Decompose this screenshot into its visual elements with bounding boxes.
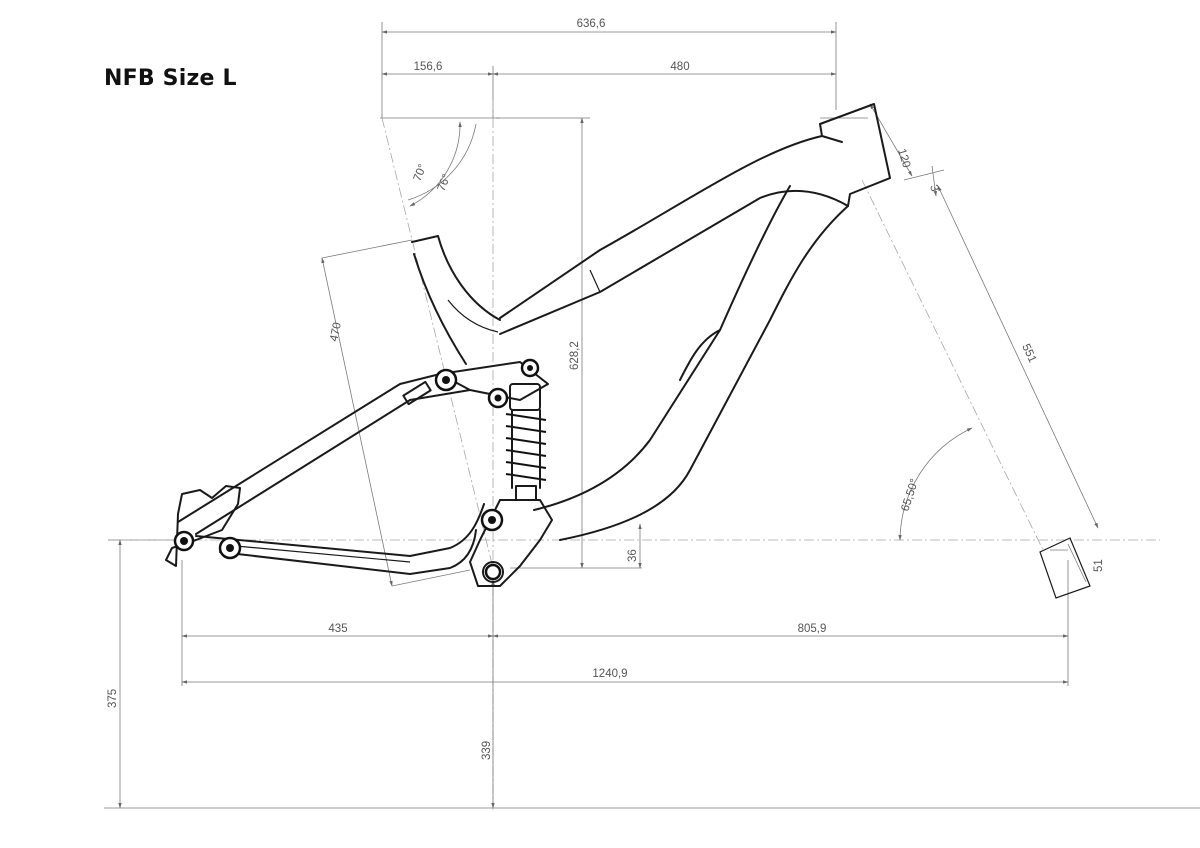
dimension-lines bbox=[118, 30, 1099, 809]
dim-head-angle-2: 76° bbox=[436, 173, 454, 194]
bike-frame bbox=[165, 103, 891, 587]
dim-fork-offset: 51 bbox=[1093, 559, 1105, 572]
seat-stay bbox=[177, 373, 441, 523]
drawing-title: NFB Size L bbox=[104, 66, 237, 91]
dim-top-left: 156,6 bbox=[414, 61, 443, 73]
dim-axle-height: 375 bbox=[107, 689, 119, 708]
dim-bb-height: 339 bbox=[481, 741, 493, 760]
dim-stack: 628,2 bbox=[569, 341, 581, 370]
head-tube bbox=[819, 103, 891, 207]
dim-bb-drop: 36 bbox=[627, 549, 639, 562]
fork-box bbox=[1039, 537, 1091, 599]
dim-head-tube: 120 bbox=[895, 147, 912, 169]
dim-top-total: 636,6 bbox=[577, 18, 606, 30]
dim-wheelbase: 1240,9 bbox=[592, 668, 627, 680]
dim-head-tube-angle: 65,50° bbox=[899, 477, 921, 512]
dim-chainstay: 435 bbox=[328, 623, 347, 635]
extension-lines bbox=[104, 22, 1200, 809]
bottom-bracket bbox=[469, 499, 553, 587]
rear-dropout bbox=[165, 485, 241, 567]
dim-head-offset: 3 bbox=[927, 183, 940, 193]
bb-center bbox=[484, 563, 502, 581]
centerlines bbox=[120, 100, 1160, 810]
dim-front-center: 805,9 bbox=[798, 623, 827, 635]
dimension-labels: 636,6 156,6 480 120 3 70° 76° 470 628,2 … bbox=[107, 18, 1105, 760]
dim-fork: 551 bbox=[1019, 342, 1038, 364]
down-tube bbox=[559, 205, 849, 541]
top-tube bbox=[499, 135, 823, 319]
dim-head-angle-1: 70° bbox=[412, 163, 430, 184]
seat-tube bbox=[411, 235, 501, 321]
rocker-link bbox=[439, 361, 549, 401]
dim-top-right: 480 bbox=[670, 61, 689, 73]
dim-seat-tube: 470 bbox=[328, 321, 344, 342]
chain-stay bbox=[195, 503, 485, 557]
pivots bbox=[173, 358, 540, 581]
rear-shock bbox=[505, 383, 547, 501]
